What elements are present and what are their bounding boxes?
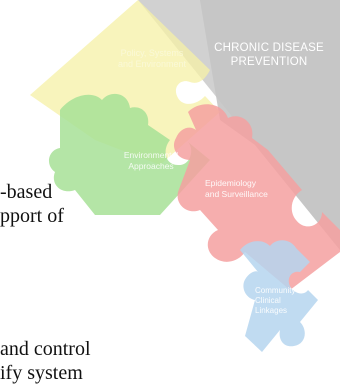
label-environmental-line2: Approaches — [128, 160, 174, 171]
puzzle-shade-gray — [200, 0, 340, 250]
label-policy: Policy, Systems and Environment — [92, 48, 212, 71]
body-text-line: pport of — [0, 205, 64, 227]
label-policy-line1: Policy, Systems — [120, 48, 184, 58]
label-community-line1: Community — [255, 286, 296, 295]
body-text-line: -based — [0, 181, 53, 203]
label-chronic-line2: PREVENTION — [230, 56, 308, 69]
label-community-line2: Clinical — [255, 296, 281, 305]
label-epidemiology: Epidemiology and Surveillance — [205, 178, 315, 199]
puzzle-piece-environmental — [48, 93, 210, 215]
puzzle-piece-epidemiology — [173, 104, 340, 291]
label-environmental-line1: Environmental — [123, 150, 179, 160]
label-environmental: Environmental Approaches — [96, 150, 206, 171]
body-text-line: ify system — [0, 362, 83, 384]
label-chronic-disease: CHRONIC DISEASE PREVENTION — [214, 41, 324, 70]
label-epidemiology-line1: Epidemiology — [205, 178, 257, 188]
label-community: Community Clinical Linkages — [255, 286, 315, 316]
puzzle-piece-community — [240, 240, 318, 352]
label-epidemiology-line2: and Surveillance — [205, 188, 268, 199]
label-community-line3: Linkages — [255, 306, 288, 315]
label-chronic-line1: CHRONIC DISEASE — [214, 42, 324, 54]
body-text-line: and control — [0, 338, 91, 360]
label-policy-line2: and Environment — [117, 59, 187, 70]
